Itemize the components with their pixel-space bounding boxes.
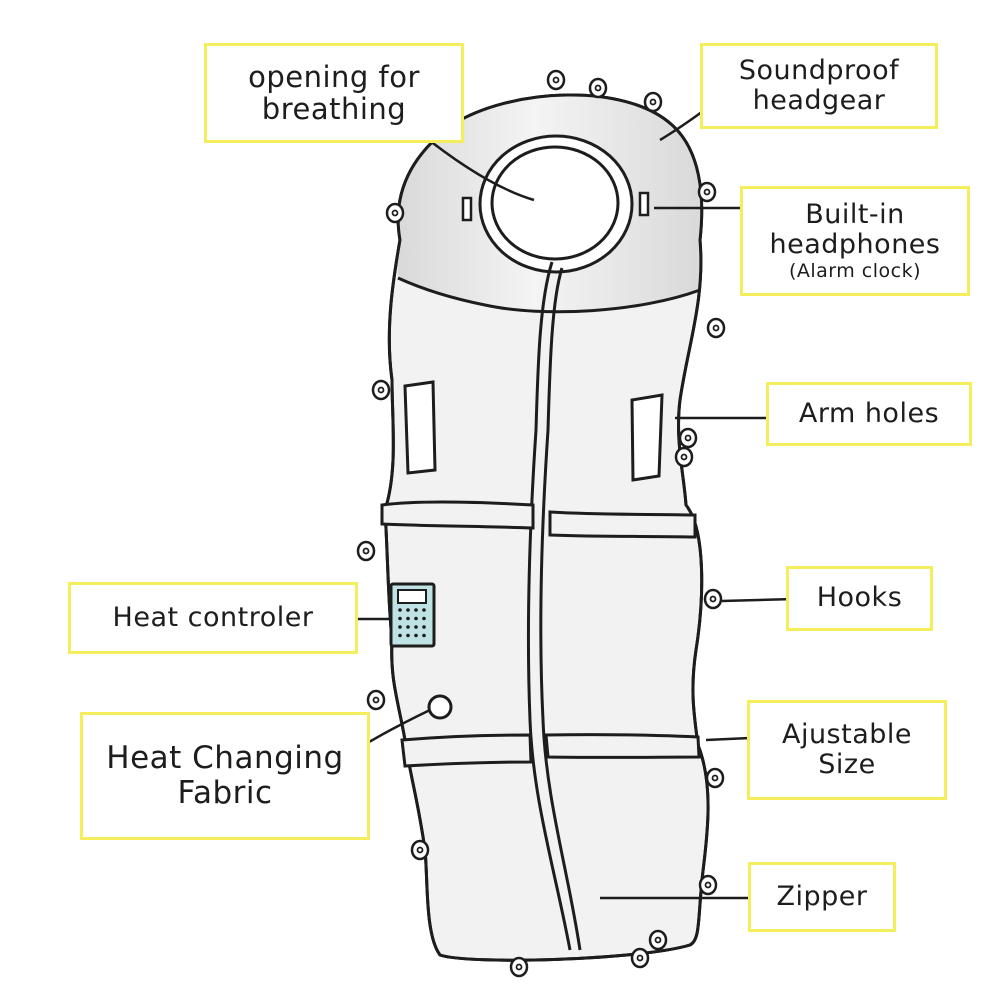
label-built-in-headphones: Built-in headphones (Alarm clock) — [740, 186, 970, 296]
controller-button-icon — [398, 633, 402, 638]
headphone-left-icon — [461, 196, 473, 222]
controller-button-icon — [422, 625, 426, 629]
zipper-line-left — [526, 261, 572, 951]
label-zipper-text: Zipper — [776, 880, 868, 912]
hook-icon — [410, 839, 430, 861]
hook-icon — [703, 588, 723, 610]
controller-button-icon — [398, 616, 402, 621]
controller-button-icon — [398, 608, 402, 612]
label-headgear-line1: Soundproof — [738, 54, 900, 86]
arm-hole-left — [403, 380, 437, 475]
breathing-opening-inner — [490, 145, 620, 261]
label-hooks-text: Hooks — [816, 582, 903, 614]
hook-icon — [371, 379, 391, 401]
controller-button-icon — [406, 616, 410, 621]
label-headphones-line1: Built-in — [805, 199, 905, 231]
label-soundproof-headgear: Soundproof headgear — [700, 43, 938, 129]
leader-lines — [348, 99, 796, 900]
hook-icon — [643, 91, 663, 113]
heat-controller-screen — [397, 589, 427, 604]
headphone-right-icon — [638, 191, 650, 217]
label-arm-holes-text: Arm holes — [798, 397, 940, 429]
hook-icon — [356, 540, 376, 562]
label-opening-line1: opening for — [248, 59, 420, 94]
label-headphones-line2: headphones — [769, 229, 941, 261]
hook-icon — [630, 947, 650, 969]
hook-icon — [697, 181, 717, 203]
controller-button-icon — [406, 625, 410, 629]
arm-hole-right — [630, 393, 664, 482]
label-ajustable-line2: Size — [818, 749, 876, 780]
hooks — [356, 69, 726, 978]
controller-button-icon — [414, 616, 418, 621]
label-arm-holes: Arm holes — [766, 382, 972, 446]
label-hooks: Hooks — [786, 566, 933, 631]
leader-hooks — [721, 597, 796, 603]
hook-icon — [678, 427, 698, 449]
adjustable-band-bottom — [400, 733, 533, 768]
label-opening-line2: breathing — [261, 92, 407, 126]
hook-icon — [385, 202, 405, 224]
controller-button-icon — [414, 633, 418, 638]
adjustable-band-top — [380, 500, 535, 530]
label-ajustable-size: Ajustable Size — [747, 700, 947, 800]
adjustable-band-bottom-right — [544, 733, 701, 759]
controller-button-icon — [422, 616, 426, 621]
label-heat-controler-text: Heat controler — [112, 601, 314, 633]
controller-button-icon — [398, 625, 402, 629]
hook-icon — [366, 689, 386, 711]
adjustable-band-top-right — [548, 510, 697, 539]
hook-icon — [698, 874, 718, 896]
controller-button-icon — [422, 608, 426, 612]
label-headphones-line3: (Alarm clock) — [788, 259, 922, 282]
hook-icon — [648, 929, 668, 951]
hook-icon — [705, 767, 725, 789]
controller-button-icon — [422, 633, 426, 638]
hook-icon — [588, 77, 608, 99]
zipper-line-right — [539, 267, 582, 951]
label-ajustable-line1: Ajustable — [781, 718, 913, 750]
leader-ajustable — [705, 736, 751, 742]
label-headgear-line2: headgear — [752, 85, 886, 116]
controller-button-icon — [406, 608, 410, 612]
label-heat-changing-line2: Fabric — [177, 775, 273, 811]
bag-outline — [383, 93, 710, 962]
label-opening-for-breathing: opening for breathing — [204, 43, 464, 143]
label-heat-changing-fabric: Heat Changing Fabric — [80, 712, 370, 840]
hook-icon — [546, 69, 566, 91]
hook-icon — [706, 317, 726, 339]
head-seam — [397, 276, 701, 314]
heat-controller-buttons — [398, 608, 426, 638]
controller-button-icon — [414, 625, 418, 629]
label-zipper: Zipper — [748, 862, 896, 932]
leader-opening — [419, 132, 535, 202]
label-heat-changing-line1: Heat Changing — [106, 740, 344, 777]
controller-button-icon — [414, 608, 418, 612]
heat-changing-fabric-patch — [427, 694, 453, 720]
label-heat-controler: Heat controler — [68, 582, 358, 654]
hook-icon — [674, 446, 694, 468]
hook-icon — [509, 956, 529, 978]
controller-button-icon — [406, 633, 410, 638]
